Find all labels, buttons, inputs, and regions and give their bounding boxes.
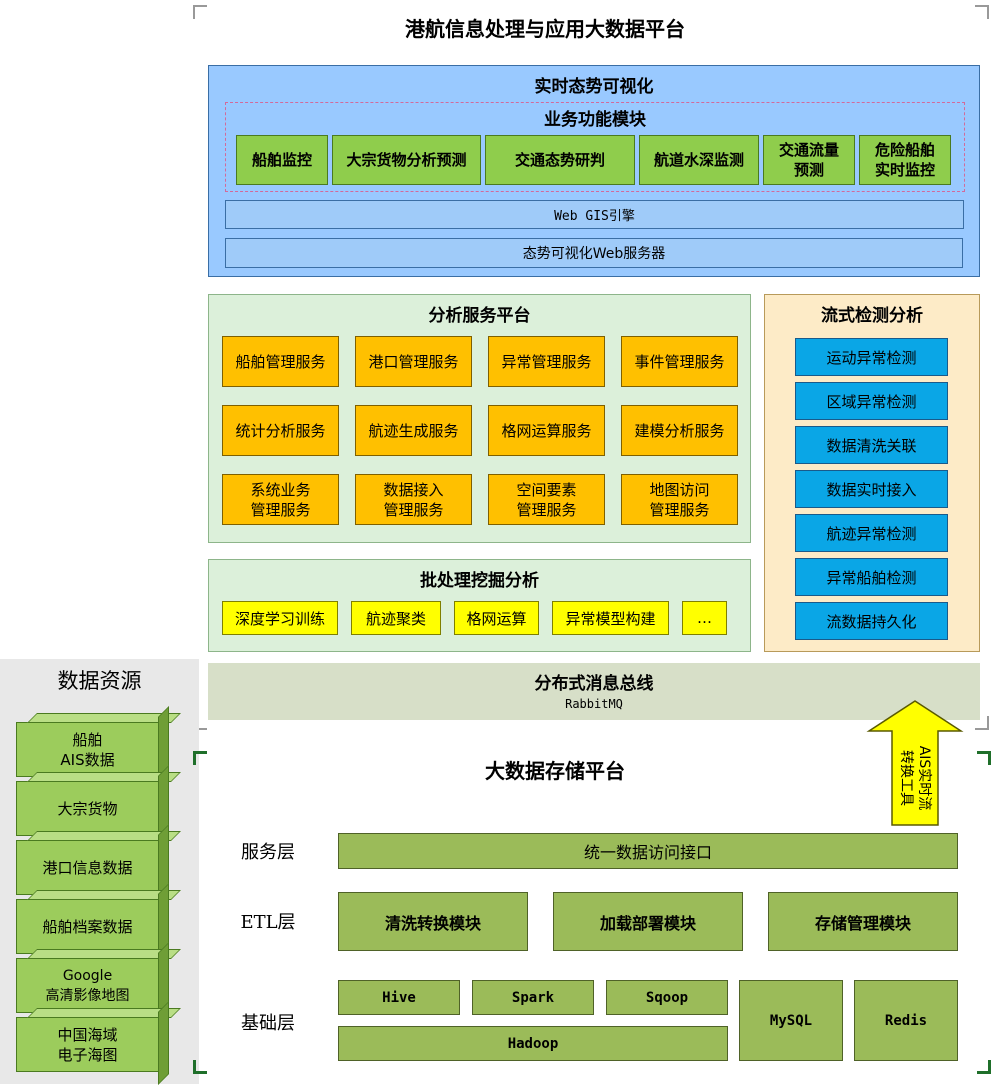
service-item[interactable]: 系统业务 管理服务 [222, 474, 339, 525]
etl-module[interactable]: 清洗转换模块 [338, 892, 528, 951]
resource-label: 大宗货物 [57, 799, 118, 818]
base-item-mysql[interactable]: MySQL [739, 980, 843, 1061]
corner-bracket [975, 5, 989, 19]
resource-cube[interactable]: 大宗货物 [16, 765, 181, 849]
resource-label: 港口信息数据 [42, 858, 133, 877]
etl-module[interactable]: 加载部署模块 [553, 892, 743, 951]
stream-panel-title: 流式检测分析 [821, 305, 923, 326]
resource-cube[interactable]: 中国海域 电子海图 [16, 1001, 181, 1085]
resource-label: 船舶 AIS数据 [60, 730, 115, 769]
batch-item-more[interactable]: … [682, 601, 727, 635]
message-bus-title: 分布式消息总线 [534, 673, 654, 694]
base-item-hive[interactable]: Hive [338, 980, 460, 1015]
resource-cube[interactable]: 港口信息数据 [16, 824, 181, 908]
module-ship-monitor[interactable]: 船舶监控 [236, 135, 328, 185]
web-server: 态势可视化Web服务器 [225, 238, 963, 268]
service-item[interactable]: 地图访问 管理服务 [621, 474, 738, 525]
batch-item[interactable]: 航迹聚类 [351, 601, 441, 635]
module-traffic-situation[interactable]: 交通态势研判 [485, 135, 635, 185]
stream-item[interactable]: 航迹异常检测 [795, 514, 948, 552]
base-layer-label: 基础层 [241, 1013, 295, 1034]
service-item[interactable]: 统计分析服务 [222, 405, 339, 456]
corner-bracket [975, 716, 989, 730]
module-bulk-cargo[interactable]: 大宗货物分析预测 [332, 135, 481, 185]
resource-cube[interactable]: Google 高清影像地图 [16, 942, 181, 1026]
page-title: 港航信息处理与应用大数据平台 [405, 16, 685, 41]
resource-label: 中国海域 电子海图 [57, 1025, 118, 1064]
service-item[interactable]: 数据接入 管理服务 [355, 474, 472, 525]
module-danger-ship[interactable]: 危险船舶 实时监控 [859, 135, 951, 185]
module-channel-depth[interactable]: 航道水深监测 [639, 135, 759, 185]
resource-cube[interactable]: 船舶档案数据 [16, 883, 181, 967]
corner-bracket [977, 1060, 991, 1074]
cube-side-face [158, 1001, 169, 1085]
service-item[interactable]: 航迹生成服务 [355, 405, 472, 456]
business-module-group: 业务功能模块 [225, 102, 965, 192]
base-item-hadoop[interactable]: Hadoop [338, 1026, 728, 1061]
stream-item[interactable]: 数据清洗关联 [795, 426, 948, 464]
batch-panel-title: 批处理挖掘分析 [420, 570, 539, 591]
message-bus: 分布式消息总线 RabbitMQ [208, 663, 980, 720]
visual-panel-title: 实时态势可视化 [534, 76, 654, 97]
up-arrow-icon [866, 700, 964, 826]
service-layer-label: 服务层 [241, 842, 295, 863]
stream-item[interactable]: 运动异常检测 [795, 338, 948, 376]
service-item[interactable]: 异常管理服务 [488, 336, 605, 387]
etl-module[interactable]: 存储管理模块 [768, 892, 958, 951]
visual-panel: 实时态势可视化 业务功能模块 船舶监控 大宗货物分析预测 交通态势研判 航道水深… [208, 65, 980, 277]
web-gis-engine: Web GIS引擎 [225, 200, 964, 229]
service-item[interactable]: 建模分析服务 [621, 405, 738, 456]
data-access-interface[interactable]: 统一数据访问接口 [338, 833, 958, 869]
message-bus-sub: RabbitMQ [565, 697, 623, 711]
corner-bracket [977, 751, 991, 765]
module-traffic-flow[interactable]: 交通流量 预测 [763, 135, 855, 185]
service-item[interactable]: 港口管理服务 [355, 336, 472, 387]
corner-bracket [193, 1060, 207, 1074]
stream-item[interactable]: 异常船舶检测 [795, 558, 948, 596]
batch-item[interactable]: 异常模型构建 [552, 601, 669, 635]
resource-cube[interactable]: 船舶 AIS数据 [16, 706, 181, 790]
corner-bracket [193, 751, 207, 765]
service-item[interactable]: 船舶管理服务 [222, 336, 339, 387]
corner-bracket [193, 5, 207, 19]
stream-item[interactable]: 数据实时接入 [795, 470, 948, 508]
batch-item[interactable]: 深度学习训练 [222, 601, 338, 635]
storage-title: 大数据存储平台 [485, 758, 625, 783]
base-item-sqoop[interactable]: Sqoop [606, 980, 728, 1015]
analysis-panel-title: 分析服务平台 [428, 305, 531, 326]
resource-label: Google 高清影像地图 [45, 967, 130, 1004]
etl-layer-label: ETL层 [240, 912, 296, 933]
service-item[interactable]: 空间要素 管理服务 [488, 474, 605, 525]
stream-item[interactable]: 区域异常检测 [795, 382, 948, 420]
resource-panel-title: 数据资源 [57, 669, 142, 693]
business-module-title: 业务功能模块 [544, 109, 646, 130]
service-item[interactable]: 格网运算服务 [488, 405, 605, 456]
stream-item[interactable]: 流数据持久化 [795, 602, 948, 640]
service-item[interactable]: 事件管理服务 [621, 336, 738, 387]
ais-converter-label: AIS实时流 转换工具 [898, 745, 932, 811]
batch-item[interactable]: 格网运算 [454, 601, 539, 635]
resource-label: 船舶档案数据 [42, 917, 133, 936]
base-item-spark[interactable]: Spark [472, 980, 594, 1015]
base-item-redis[interactable]: Redis [854, 980, 958, 1061]
